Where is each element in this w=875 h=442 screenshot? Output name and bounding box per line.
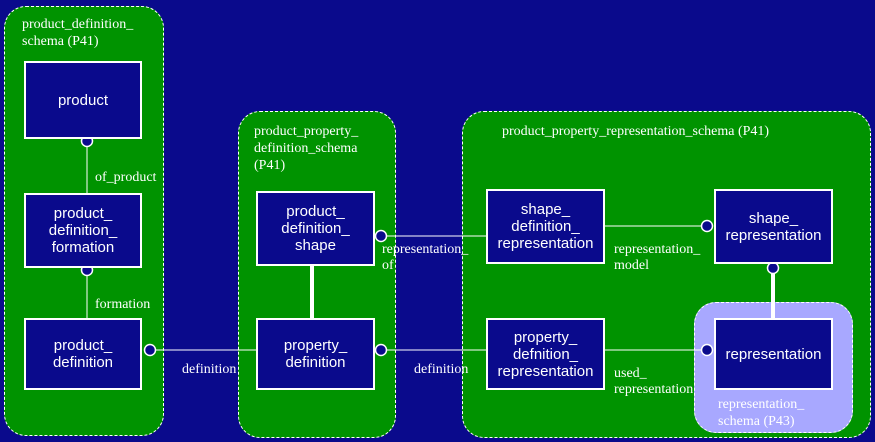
relation-label-representation-of: representation_ of: [382, 242, 469, 273]
relation-label-formation: formation: [95, 297, 151, 312]
entity-product-definition-shape[interactable]: product_ definition_ shape: [256, 191, 375, 266]
terminal-circle-product-definition: [143, 343, 157, 357]
terminal-circle-shape-representation-left: [700, 219, 714, 233]
entity-shape-definition-representation[interactable]: shape_ definition_ representation: [486, 189, 605, 264]
relation-label-of-product: of_product: [95, 170, 157, 185]
relation-label-used-representation: used_ representation: [614, 366, 694, 397]
terminal-circle-property-definition: [374, 343, 388, 357]
representation-schema-label: representation_ schema (P43): [718, 397, 805, 429]
entity-product[interactable]: product: [24, 61, 142, 139]
product-definition-schema-label: product_definition_ schema (P41): [22, 17, 134, 49]
product-property-representation-schema-label: product_property_representation_schema (…: [502, 124, 770, 139]
entity-shape-representation[interactable]: shape_ representation: [714, 189, 833, 264]
product-property-definition-schema-label: product_property_ definition_schema (P41…: [254, 124, 359, 173]
terminal-circle-shape-representation-bottom: [766, 261, 780, 275]
entity-product-definition-formation[interactable]: product_ definition_ formation: [24, 193, 142, 268]
entity-property-definition-representation[interactable]: property_ defnition_ representation: [486, 318, 605, 390]
entity-property-definition[interactable]: property_ definition: [256, 318, 375, 390]
entity-product-definition[interactable]: product_ definition: [24, 318, 142, 390]
terminal-circle-product-definition-shape: [374, 229, 388, 243]
relation-label-definition-2: definition: [414, 362, 469, 377]
terminal-circle-representation: [700, 343, 714, 357]
relation-label-definition-1: definition: [182, 362, 237, 377]
entity-representation[interactable]: representation: [714, 318, 833, 390]
relation-label-representation-model: representation_ model: [614, 242, 701, 273]
